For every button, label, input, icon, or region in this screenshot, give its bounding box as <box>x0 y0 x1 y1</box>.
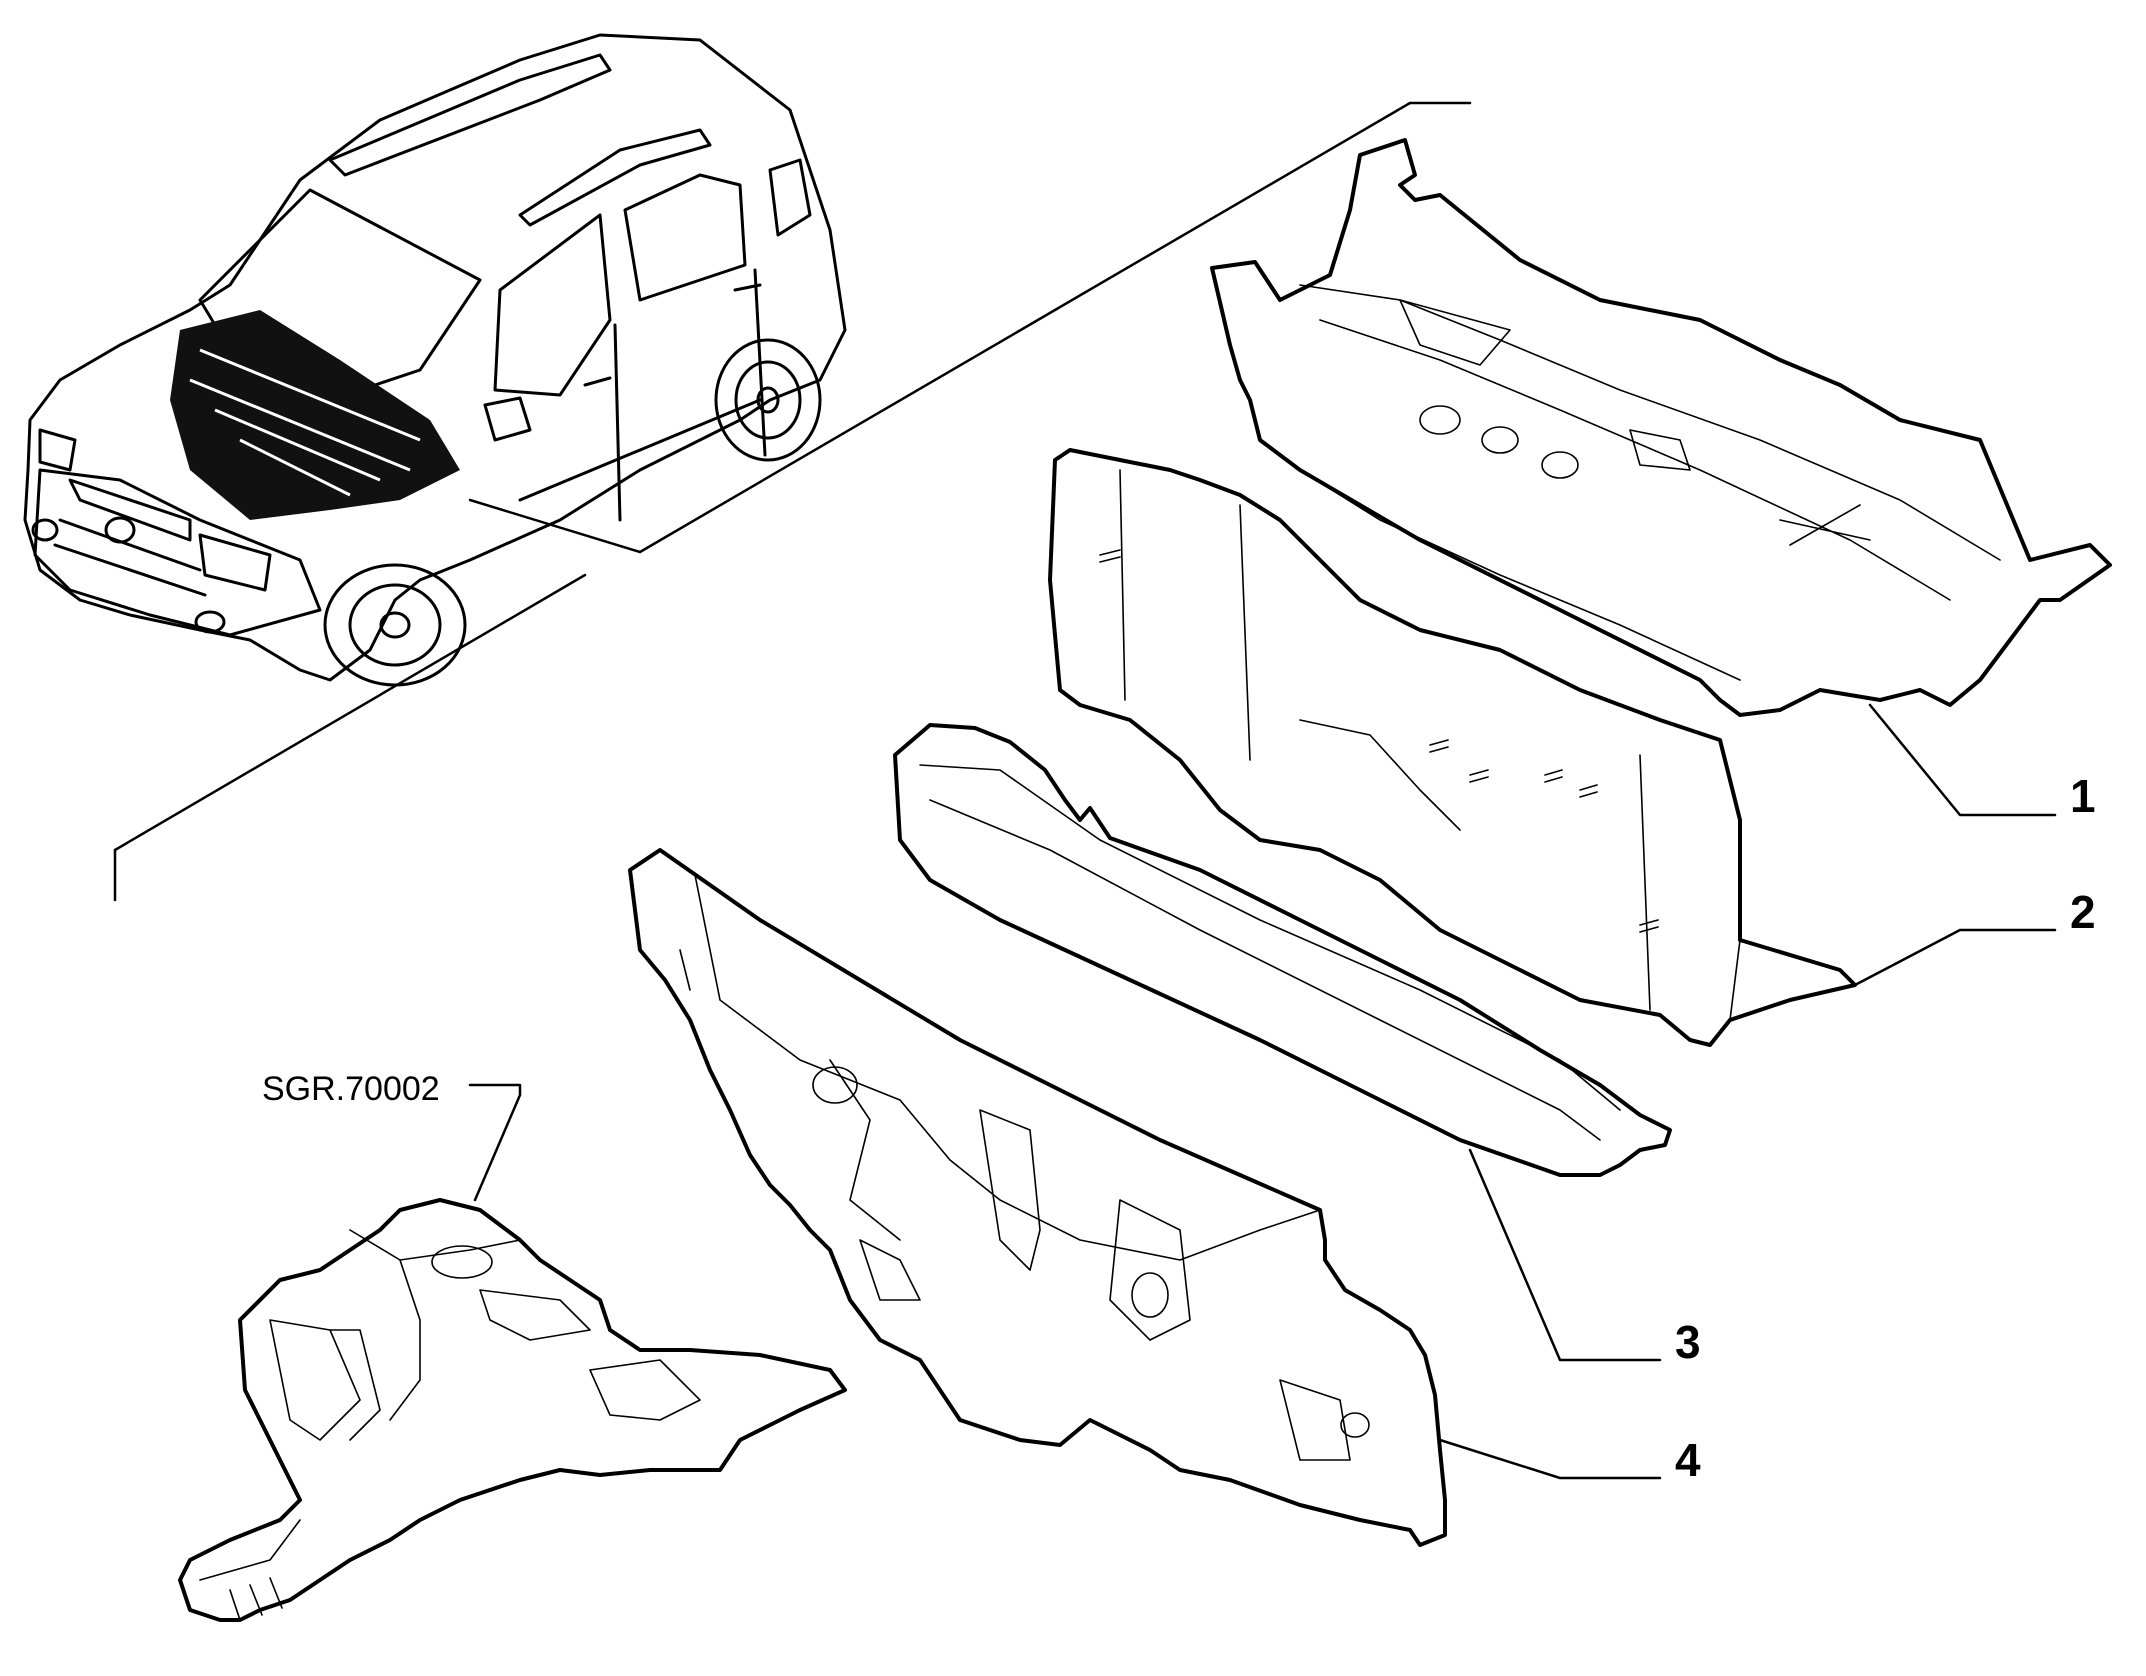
callout-leaders <box>468 703 2057 1480</box>
leader-2 <box>1853 928 2057 987</box>
reference-label: SGR.70002 <box>262 1070 440 1108</box>
callout-1: 1 <box>2070 770 2096 822</box>
part-4-dash-panel <box>628 848 1447 1547</box>
part-3-cross-member <box>893 723 1672 1177</box>
callout-2: 2 <box>2070 886 2096 938</box>
part-2-dash-upper-panel <box>1048 448 1857 1047</box>
leader-1 <box>1868 703 2057 817</box>
part-2-studs <box>1099 549 1659 933</box>
callout-4: 4 <box>1675 1434 1701 1486</box>
callout-3: 3 <box>1675 1316 1701 1368</box>
reference-part-front-rail <box>178 1198 847 1622</box>
vehicle-engine-bay-highlight <box>170 310 460 520</box>
part-1-cowl-panel <box>1210 138 2112 717</box>
leader-reference <box>468 1083 522 1202</box>
projection-frame-lines <box>113 101 1472 902</box>
leader-4 <box>1438 1438 1662 1480</box>
leader-3 <box>1468 1148 1662 1362</box>
vehicle-illustration <box>23 33 847 687</box>
